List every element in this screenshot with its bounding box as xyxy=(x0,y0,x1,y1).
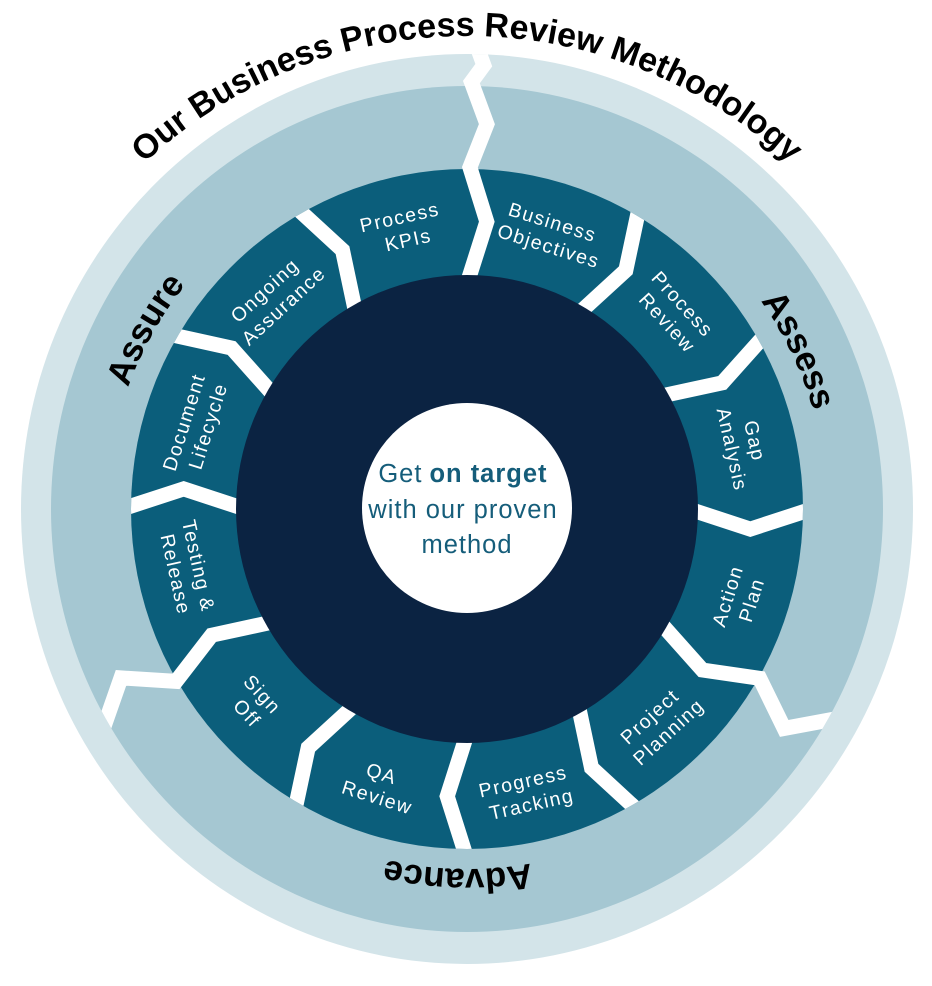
center-emphasis: on target xyxy=(429,460,547,488)
phase-divider-top xyxy=(459,54,495,287)
step-divider xyxy=(657,329,772,404)
step-label: Process KPIs xyxy=(358,197,454,261)
phase-divider xyxy=(93,614,277,740)
center-line-3: method xyxy=(421,531,512,559)
step-process-kpis[interactable]: Process KPIs xyxy=(358,197,454,261)
step-divider xyxy=(439,731,475,849)
center-circle xyxy=(362,403,572,613)
center-line-2: with our proven xyxy=(367,496,557,524)
step-divider xyxy=(131,481,248,517)
step-divider xyxy=(289,200,364,316)
step-divider xyxy=(572,204,647,320)
phase-divider xyxy=(653,616,847,737)
step-divider xyxy=(287,698,362,814)
step-dividers xyxy=(131,200,803,849)
step-divider xyxy=(570,702,645,818)
phase-dividers xyxy=(93,614,847,740)
step-divider xyxy=(166,326,281,402)
step-divider xyxy=(686,501,803,537)
center-prefix: Get xyxy=(378,460,422,488)
top-divider xyxy=(459,54,495,287)
